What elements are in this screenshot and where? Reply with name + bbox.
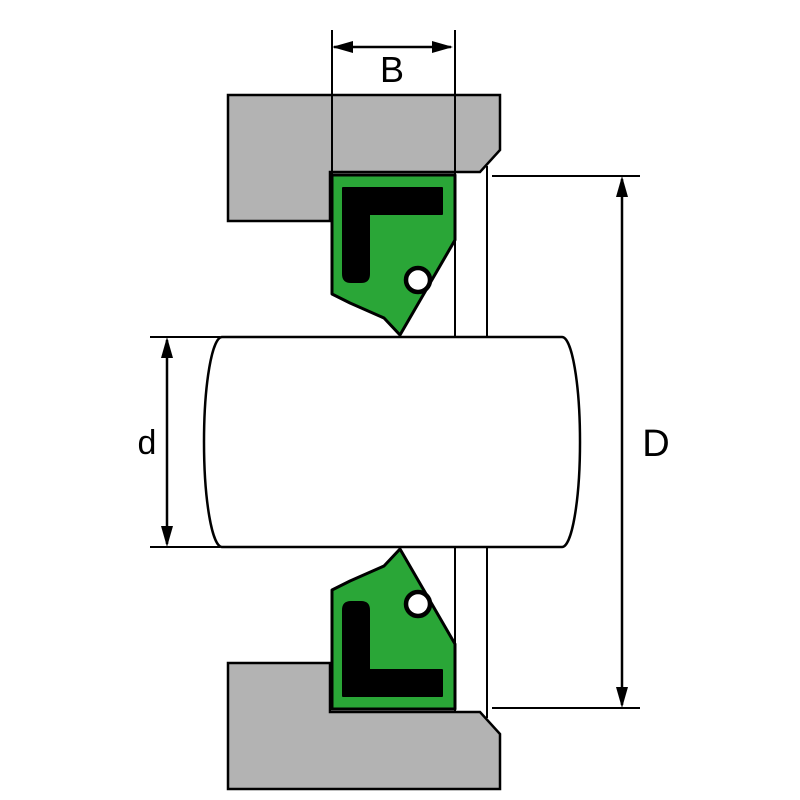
seal-bottom bbox=[330, 547, 457, 711]
seal-top-metal-insert bbox=[342, 187, 443, 283]
dimension-b-arrowhead-right bbox=[432, 41, 453, 53]
dimension-b-arrowhead-left bbox=[332, 41, 353, 53]
label-outer-diameter: D bbox=[642, 423, 669, 465]
dimension-outer-d-arrowhead-top bbox=[616, 176, 628, 197]
shaft bbox=[202, 335, 582, 549]
dimension-d-arrowhead-bottom bbox=[161, 526, 173, 547]
dimension-outer-d: D bbox=[492, 175, 670, 709]
housing-bottom bbox=[226, 661, 502, 791]
dimension-outer-d-arrowhead-bottom bbox=[616, 687, 628, 708]
label-shaft-diameter: d bbox=[138, 424, 157, 462]
seal-bottom-metal-insert bbox=[342, 601, 443, 697]
dimension-b: B bbox=[332, 41, 453, 90]
label-seal-width: B bbox=[380, 49, 404, 90]
dimension-d-arrowhead-top bbox=[161, 337, 173, 358]
housing-top bbox=[226, 93, 502, 223]
seal-top-garter-spring bbox=[403, 265, 433, 295]
seal-bottom-garter-spring bbox=[403, 589, 433, 619]
seal-top bbox=[330, 173, 457, 337]
dimension-d: d bbox=[138, 336, 220, 548]
